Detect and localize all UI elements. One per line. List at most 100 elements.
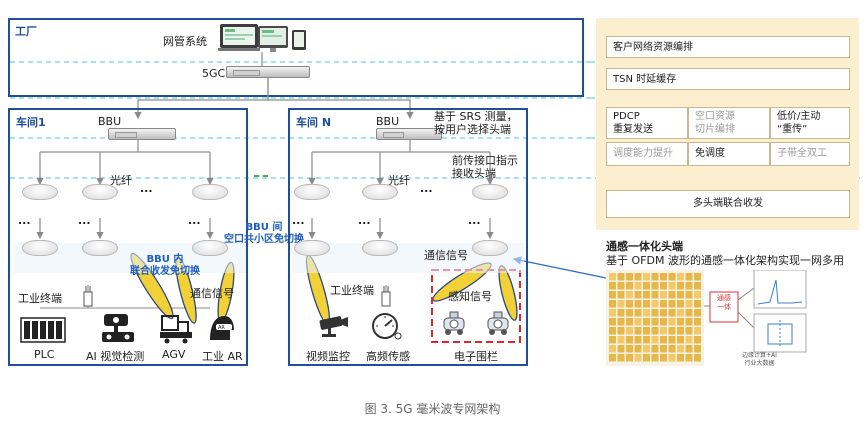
workshopN-ellipsis-4: ... (468, 214, 481, 227)
resource-grid-cell (694, 300, 701, 308)
resource-grid-cell (617, 318, 625, 326)
resource-grid-cell (617, 282, 625, 290)
device-video-label: 视频监控 (306, 350, 350, 363)
resource-grid-cell (634, 354, 642, 362)
fence-robot-icon-2 (484, 308, 512, 336)
figure-caption: 图 3. 5G 毫米波专网架构 (364, 402, 501, 416)
resource-grid-cell (660, 354, 667, 362)
resource-grid-cell (643, 282, 650, 290)
resource-grid-cell (609, 336, 616, 344)
device-industrial-ar-label: 工业 AR (202, 350, 243, 363)
resource-grid-cell (668, 327, 676, 335)
resource-grid-cell (609, 309, 616, 317)
resource-grid-cell (609, 273, 616, 281)
resource-grid-cell (668, 354, 676, 362)
resource-grid-cell (668, 309, 676, 317)
resource-grid-cell (626, 318, 633, 326)
svg-text:AR: AR (218, 325, 225, 331)
resource-grid-cell (668, 318, 676, 326)
resource-grid-cell (651, 300, 659, 308)
resource-grid-cell (677, 345, 684, 353)
panel-pdcp: PDCP 重复发送 (606, 107, 688, 139)
workshopN-terminal-label: 工业终端 (330, 284, 374, 297)
resource-grid-cell (677, 336, 684, 344)
fence-robot-icon-1 (440, 308, 468, 336)
workshop1-ap-6 (192, 240, 228, 256)
resource-grid-cell (668, 291, 676, 299)
resource-grid-cell (634, 300, 642, 308)
resource-grid-cell (660, 318, 667, 326)
resource-grid-cell (685, 300, 693, 308)
resource-grid-cell (668, 345, 676, 353)
workshopN-ap-4 (294, 240, 330, 256)
resource-grid-cell (643, 273, 650, 281)
resource-grid-cell (668, 300, 676, 308)
resource-grid-cell (660, 300, 667, 308)
integrated-diagram (606, 269, 858, 370)
resource-grid-cell (634, 291, 642, 299)
resource-grid-cell (626, 336, 633, 344)
resource-grid-cell (685, 318, 693, 326)
resource-grid-cell (677, 282, 684, 290)
resource-grid-cell (677, 318, 684, 326)
resource-grid-cell (694, 318, 701, 326)
resource-grid-cell (677, 309, 684, 317)
resource-grid-cell (643, 291, 650, 299)
resource-grid-cell (694, 282, 701, 290)
resource-grid-cell (634, 273, 642, 281)
workshop1-title: 车间1 (16, 116, 46, 129)
resource-grid-cell (626, 273, 633, 281)
resource-grid-cell (677, 273, 684, 281)
resource-grid-cell (685, 327, 693, 335)
resource-grid-cell (617, 273, 625, 281)
resource-grid-cell (694, 354, 701, 362)
resource-grid-cell (685, 309, 693, 317)
resource-grid-cell (651, 309, 659, 317)
resource-grid-cell (626, 309, 633, 317)
workshopN-bbu-label: BBU (376, 115, 400, 128)
workshop1-ap-1 (22, 184, 58, 200)
sense-signal: 感知信号 (448, 290, 492, 303)
workshop1-gateway-icon (82, 286, 94, 308)
resource-grid-cell (643, 354, 650, 362)
resource-grid-cell (651, 354, 659, 362)
resource-grid-cell (685, 336, 693, 344)
resource-grid-cell (677, 300, 684, 308)
resource-grid-cell (626, 354, 633, 362)
resource-grid-cell (643, 309, 650, 317)
resource-grid-cell (651, 273, 659, 281)
workshop1-ap-5 (82, 240, 118, 256)
resource-grid-cell (609, 291, 616, 299)
workshopN-zone (288, 108, 528, 366)
resource-grid-cell (626, 282, 633, 290)
resource-grid-cell (651, 327, 659, 335)
resource-grid-cell (634, 345, 642, 353)
resource-grid-cell (685, 291, 693, 299)
resource-grid-cell (685, 282, 693, 290)
resource-grid-cell (651, 291, 659, 299)
workshop1-fiber-label: 光纤 (110, 174, 132, 187)
integrated-title: 通感一体化头端 (606, 240, 683, 253)
workshopN-comm-signal: 通信信号 (424, 249, 468, 262)
resource-grid-cell (634, 318, 642, 326)
resource-grid-cell (668, 336, 676, 344)
resource-grid-cell (626, 345, 633, 353)
workshopN-ap-3 (472, 184, 508, 200)
panel-slicing: 空口资源 切片编排 (688, 107, 770, 139)
resource-grid-cell (660, 291, 667, 299)
resource-grid-cell (634, 282, 642, 290)
resource-grid-cell (617, 327, 625, 335)
device-ai-vision-label: AI 视觉检测 (86, 350, 145, 363)
workshop1-ap-4 (22, 240, 58, 256)
inter-bbu-note: BBU 间 空口共小区免切换 (224, 222, 304, 245)
resource-grid-cell (677, 327, 684, 335)
resource-grid-cell (609, 327, 616, 335)
device-agv-label: AGV (162, 348, 186, 361)
resource-grid-cell (626, 300, 633, 308)
resource-grid-cell (685, 354, 693, 362)
resource-grid-cell (651, 282, 659, 290)
resource-grid-cell (643, 327, 650, 335)
resource-grid-cell (677, 291, 684, 299)
device-fence-label: 电子围栏 (454, 350, 498, 363)
resource-grid-cell (617, 345, 625, 353)
